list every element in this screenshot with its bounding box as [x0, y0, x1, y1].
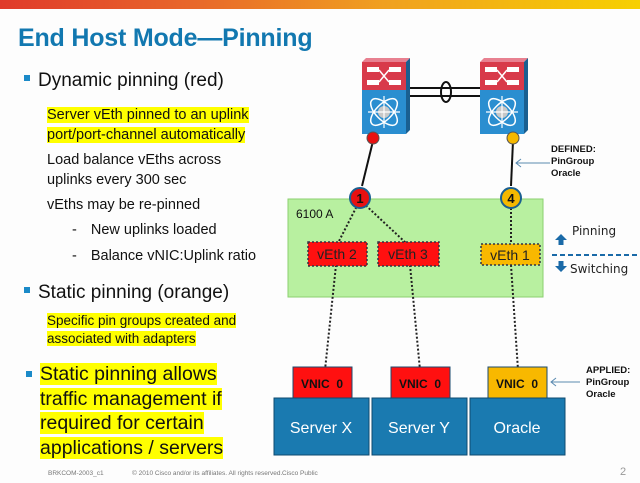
top-accent-bar — [0, 0, 640, 9]
sub-server-veth: Server vEth pinned to an uplink port/por… — [47, 105, 249, 145]
fabric-label: 6100 A — [296, 207, 333, 221]
footer-session-id: BRKCOM-2003_c1 — [48, 470, 104, 477]
footer-classification: Cisco Public — [282, 470, 318, 477]
server-y: VNIC 0 Server Y — [371, 366, 468, 456]
pinning-up-arrow-icon — [555, 234, 567, 245]
dash-item: -New uplinks loaded — [72, 222, 217, 238]
bullet-heading: Dynamic pinning (red) — [38, 70, 224, 91]
note-line: APPLIED: — [586, 365, 631, 376]
bullet-square-icon — [24, 74, 30, 81]
vnic-label: VNIC 0 — [399, 377, 441, 391]
defined-note: DEFINED: PinGroup Oracle — [551, 144, 596, 180]
server-name: Server X — [290, 420, 353, 437]
dash-marker: - — [72, 222, 77, 238]
bullet-static-pinning: Static pinning (orange) — [24, 282, 229, 304]
bullet-dynamic-pinning: Dynamic pinning (red) — [24, 70, 224, 92]
note-line: PinGroup — [551, 156, 595, 167]
sub-repinned: vEths may be re-pinned — [47, 195, 200, 215]
sub-line: uplinks every 300 sec — [47, 172, 187, 188]
note-line: DEFINED: — [551, 144, 596, 155]
page-number: 2 — [620, 466, 627, 478]
vnic-label: VNIC 0 — [496, 377, 538, 391]
note-line: Oracle — [551, 168, 581, 179]
slide-title: End Host Mode—Pinning — [18, 24, 313, 52]
veth-label: vEth 1 — [490, 247, 530, 263]
applied-note: APPLIED: PinGroup Oracle — [586, 365, 630, 401]
sub-line: vEths may be re-pinned — [47, 197, 201, 213]
bullet-square-icon — [24, 286, 30, 293]
veth-label: vEth 3 — [388, 246, 428, 262]
uplink-port-4 — [500, 187, 522, 209]
note-line: Oracle — [586, 389, 616, 400]
footer-copyright: © 2010 Cisco and/or its affiliates. All … — [132, 470, 283, 477]
dash-text: New uplinks loaded — [90, 222, 217, 238]
bullet-line: required for certain — [40, 412, 204, 434]
sub-line: associated with adapters — [47, 331, 196, 346]
bullet-heading: Static pinning (orange) — [38, 282, 230, 303]
dash-text: Balance vNIC:Uplink ratio — [90, 248, 257, 264]
server-name: Server Y — [388, 420, 450, 437]
defined-arrow-icon — [515, 158, 550, 168]
note-line: PinGroup — [586, 377, 630, 388]
sub-line: Load balance vEths across — [47, 152, 222, 168]
static-port-dot — [506, 131, 520, 145]
sub-line: port/port-channel automatically — [47, 127, 246, 143]
switching-down-arrow-icon — [555, 261, 567, 272]
vnic-label: VNIC 0 — [301, 377, 343, 391]
bullet-line: applications / servers — [40, 436, 224, 459]
uplink-port-label: 1 — [356, 191, 363, 206]
dash-marker: - — [72, 248, 77, 264]
sub-pin-groups: Specific pin groups created and associat… — [47, 312, 237, 348]
uplink-port-label: 4 — [507, 191, 515, 206]
uplink-line — [361, 140, 374, 187]
applied-arrow-icon — [550, 377, 580, 387]
bullet-line: Static pinning allows — [40, 363, 217, 385]
uplink-port-1 — [349, 187, 371, 209]
sub-line: Specific pin groups created and — [47, 313, 237, 328]
bullet-traffic-management: Static pinning allows traffic management… — [24, 362, 224, 460]
port-channel-link — [410, 81, 480, 103]
bullet-line: traffic management if — [40, 387, 222, 410]
dash-item: -Balance vNIC:Uplink ratio — [72, 248, 256, 264]
dynamic-port-dot — [366, 131, 380, 145]
server-x: VNIC 0 Server X — [273, 366, 370, 456]
veth-box — [307, 241, 368, 267]
veth-box — [377, 241, 440, 267]
sub-line: Server vEth pinned to an uplink — [47, 107, 249, 123]
veth-box — [480, 243, 541, 266]
bullet-square-icon — [26, 371, 32, 377]
veth-label: vEth 2 — [317, 246, 357, 262]
server-name: Oracle — [493, 420, 540, 437]
server-oracle: VNIC 0 Oracle — [469, 366, 566, 456]
sub-load-balance: Load balance vEths across uplinks every … — [47, 150, 221, 190]
switch-right — [480, 58, 528, 134]
legend-switching: Switching — [570, 262, 629, 276]
legend-pinning: Pinning — [572, 224, 617, 238]
pinning-paths — [324, 199, 519, 371]
switch-left — [362, 58, 410, 134]
uplink-line — [510, 140, 514, 187]
